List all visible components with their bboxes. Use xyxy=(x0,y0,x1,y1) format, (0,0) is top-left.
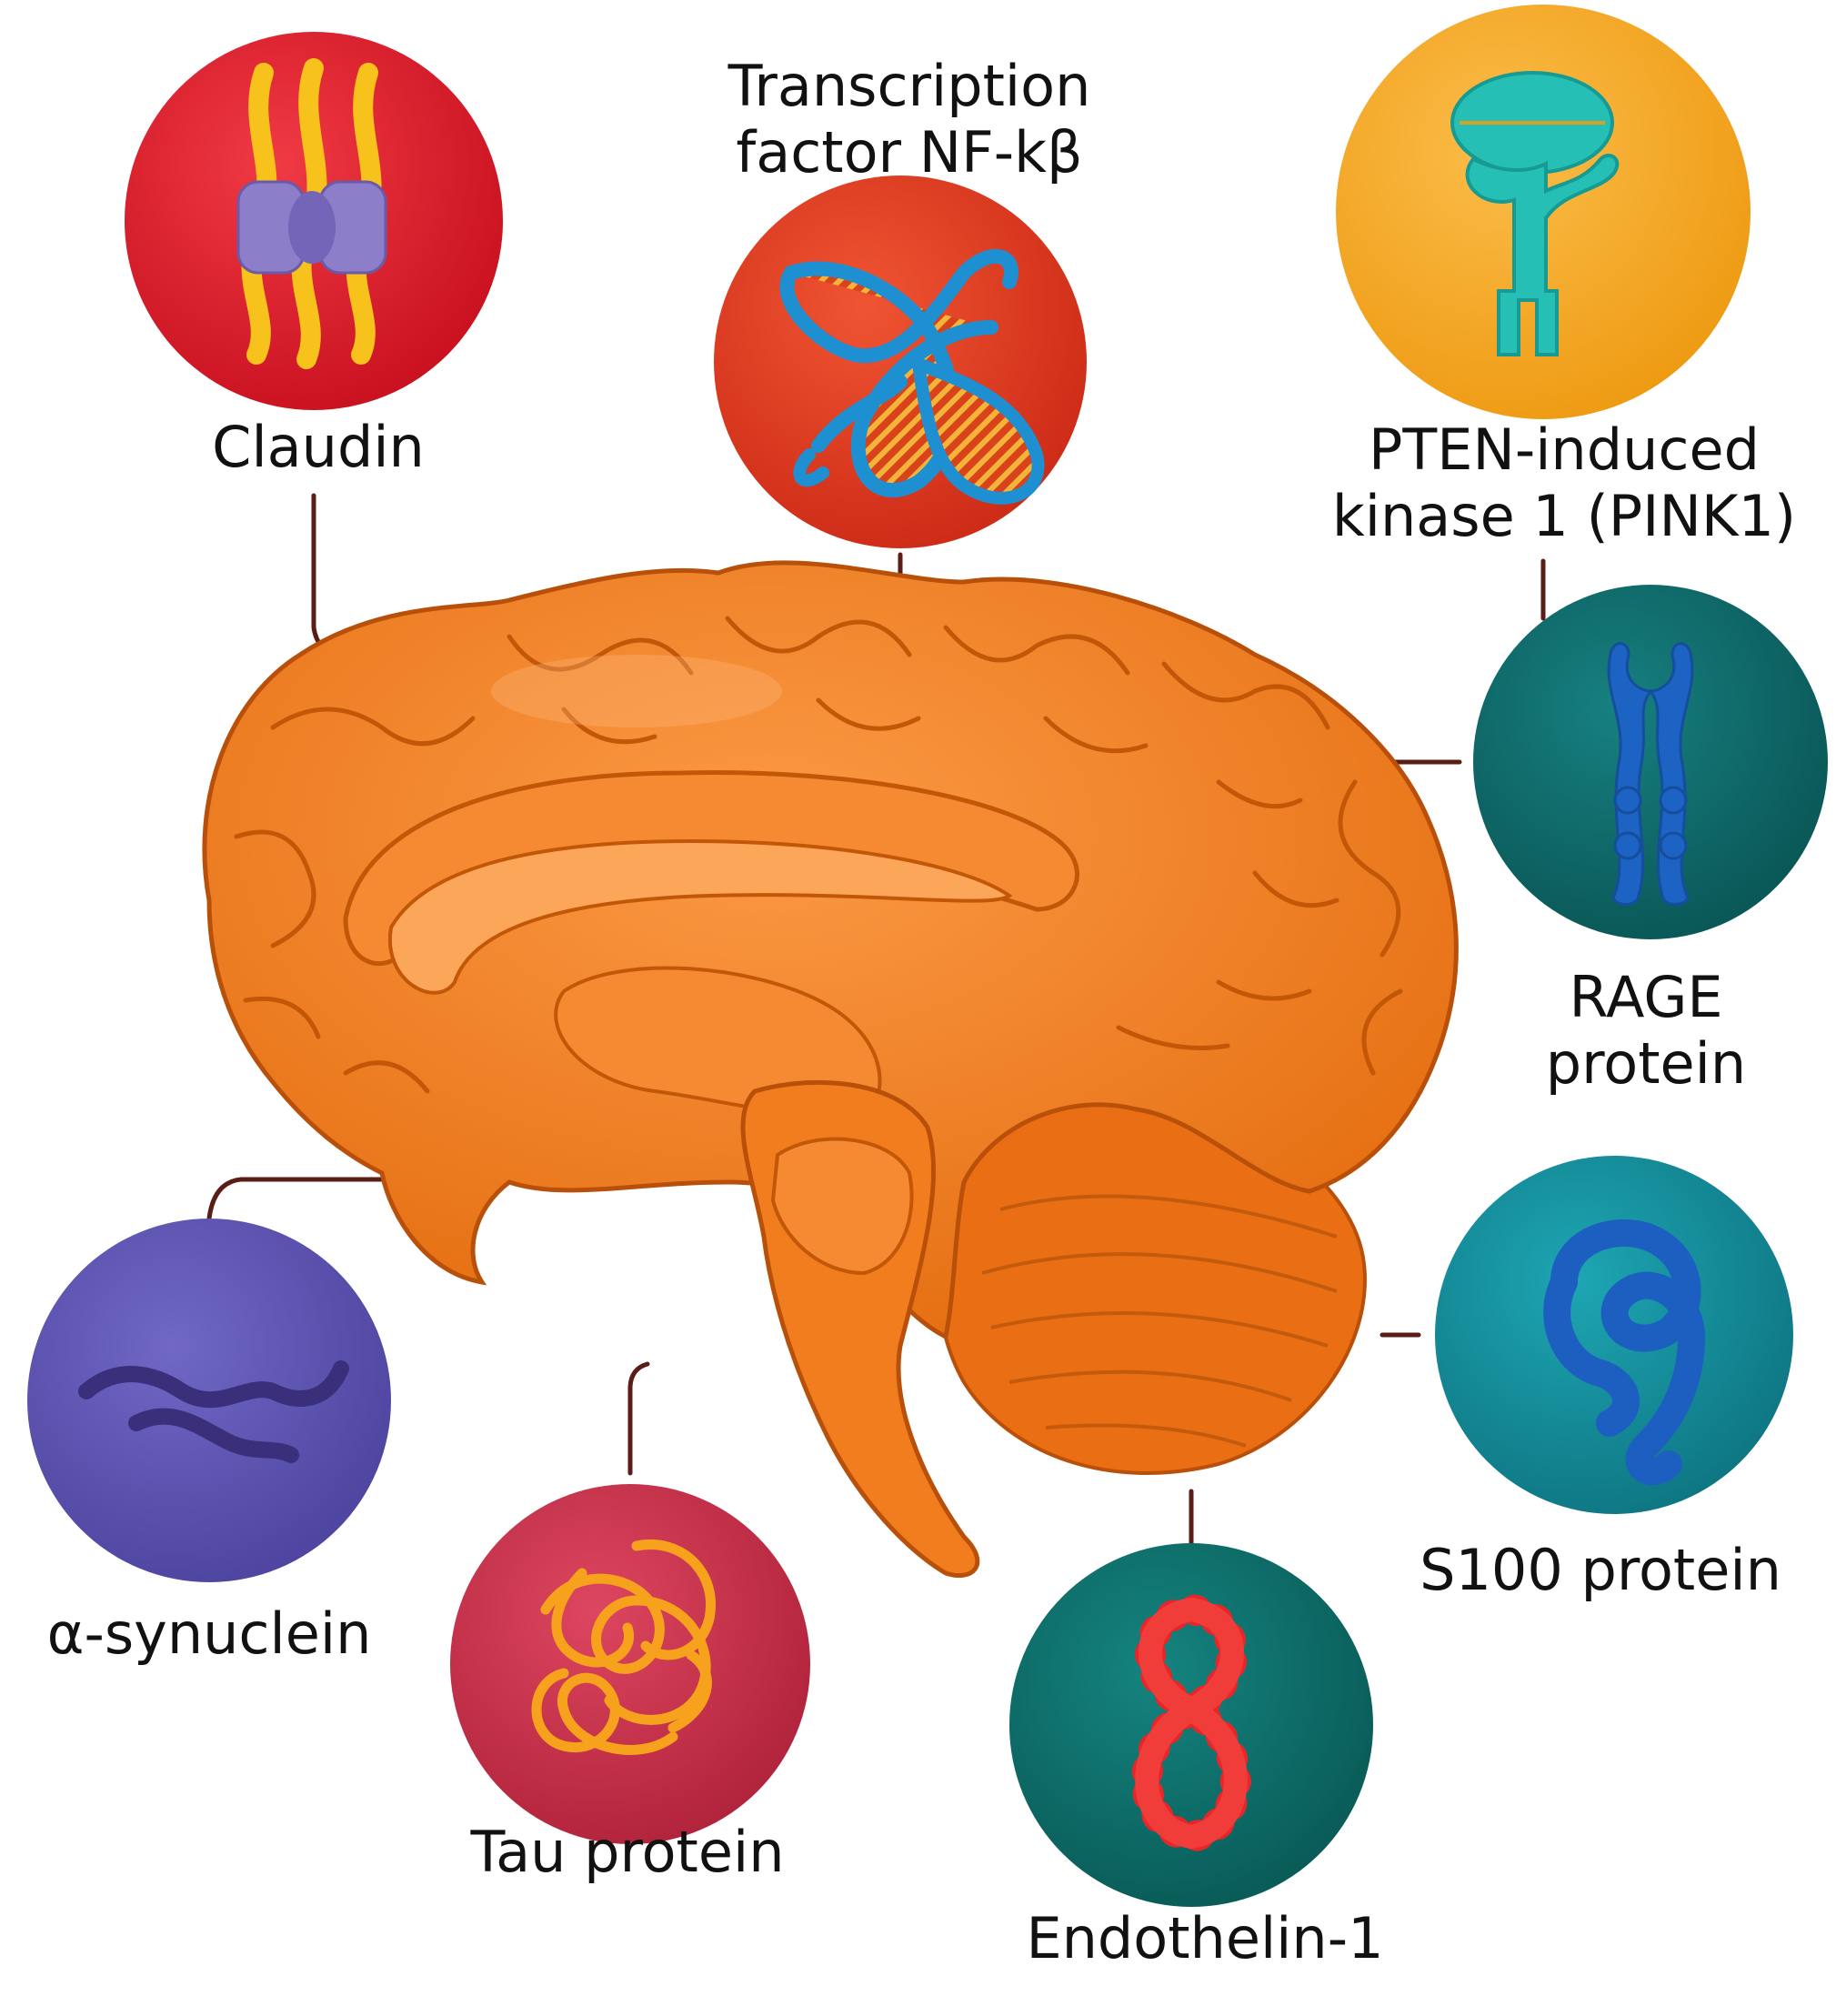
pink1-label: PTEN-induced kinase 1 (PINK1) xyxy=(1300,416,1828,549)
endothelin-node[interactable] xyxy=(1009,1543,1373,1907)
connector-synuclein xyxy=(206,1177,439,1221)
tau-node[interactable] xyxy=(450,1484,810,1844)
pink1-node[interactable] xyxy=(1336,5,1751,419)
tau-tangle-icon xyxy=(531,1540,716,1755)
claudin-node[interactable] xyxy=(125,32,503,410)
s100-label-line-1: S100 protein xyxy=(1420,1537,1781,1603)
pink1-kinase-icon xyxy=(1450,71,1620,356)
brain-illustration xyxy=(202,560,1459,1579)
connector-tau xyxy=(627,1361,650,1476)
corpus-callosum xyxy=(387,838,1013,995)
nfkb-node[interactable] xyxy=(714,176,1087,548)
pink1-label-line-1: PTEN-induced xyxy=(1369,416,1760,483)
claudin-label: Claudin xyxy=(136,414,500,480)
claudin-label-line-1: Claudin xyxy=(212,414,425,480)
nfkb-label-line-1: Transcription xyxy=(727,53,1091,119)
nfkb-dna-icon xyxy=(779,249,1045,505)
nfkb-label-line-2: factor NF-kβ xyxy=(736,119,1083,186)
cerebellum-folia xyxy=(981,1194,1338,1448)
rage-label-line-2: protein xyxy=(1545,1030,1747,1098)
rage-receptor-icon xyxy=(1607,642,1694,906)
s100-coil-icon xyxy=(1543,1219,1705,1486)
rage-label: RAGE protein xyxy=(1491,964,1801,1097)
endothelin-label-line-1: Endothelin-1 xyxy=(1026,1905,1384,1971)
pons xyxy=(770,1137,914,1276)
nfkb-label: Transcription factor NF-kβ xyxy=(659,53,1159,186)
tau-label-line-1: Tau protein xyxy=(470,1819,785,1885)
rage-circle xyxy=(1473,585,1828,939)
rage-node[interactable] xyxy=(1473,585,1828,939)
synuclein-strands-icon xyxy=(78,1360,349,1463)
s100-label: S100 protein xyxy=(1405,1537,1796,1603)
tau-label: Tau protein xyxy=(436,1819,818,1885)
synuclein-label: α-synuclein xyxy=(18,1600,400,1667)
gyri xyxy=(234,616,1403,1094)
cerebrum xyxy=(202,560,1459,1340)
endothelin-figure-eight-body xyxy=(1135,1597,1248,1850)
endothelin-label: Endothelin-1 xyxy=(1000,1905,1410,1971)
brain-highlight xyxy=(491,655,782,727)
synuclein-label-line-1: α-synuclein xyxy=(46,1600,372,1667)
s100-node[interactable] xyxy=(1435,1156,1793,1514)
claudin-tight-junction-icon xyxy=(236,58,387,369)
pink1-label-line-2: kinase 1 (PINK1) xyxy=(1331,483,1797,550)
rage-label-line-1: RAGE xyxy=(1569,964,1723,1030)
synuclein-node[interactable] xyxy=(27,1219,391,1582)
